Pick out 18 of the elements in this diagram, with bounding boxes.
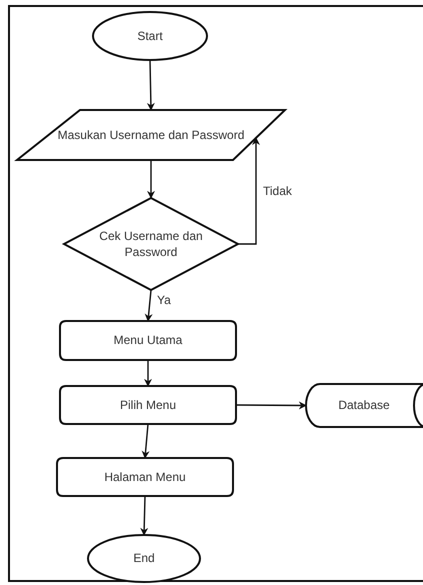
node-label: End: [133, 550, 155, 567]
arrow: [146, 60, 155, 111]
arrow: [144, 360, 152, 387]
node-label: Menu Utama: [114, 332, 182, 349]
node-label: Masukan Username dan Password: [58, 126, 244, 144]
node-label: Pilih Menu: [120, 396, 176, 414]
arrow: [142, 424, 150, 459]
node-label: Halaman Menu: [104, 468, 186, 486]
arrow: [140, 496, 148, 536]
edge-label: Ya: [156, 293, 172, 307]
node-label: Cek Username dan Password: [98, 228, 204, 260]
arrow: [238, 137, 260, 245]
arrow: [147, 160, 155, 199]
arrow: [144, 290, 153, 322]
node-label: Start: [137, 28, 163, 44]
arrow: [236, 401, 307, 410]
edge-label: Tidak: [262, 184, 293, 198]
node-label: Database: [338, 397, 390, 414]
